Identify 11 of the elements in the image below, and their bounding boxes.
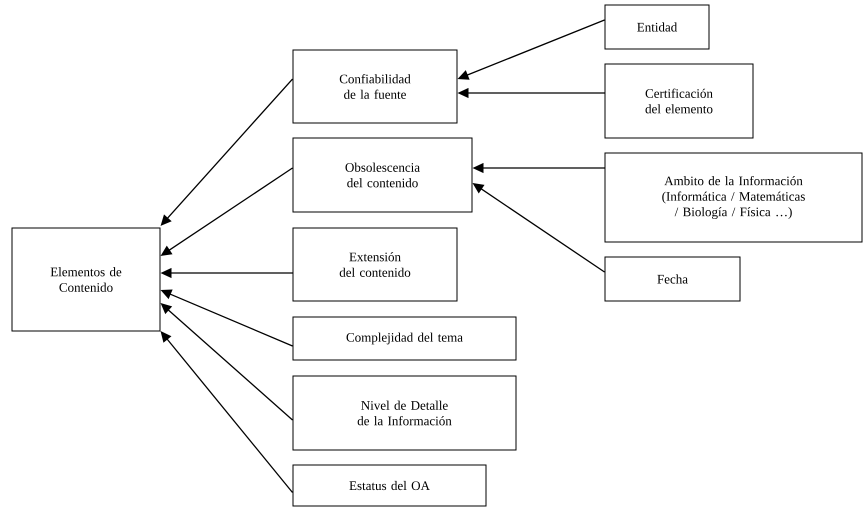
process-box: Certificación del elemento: [604, 64, 754, 138]
process-box: Nivel de Detalle de la Información: [292, 376, 516, 450]
process-box: Fecha: [604, 256, 740, 302]
process-box: Ambito de la Información (Informática / Matemáticas / Biología / Física …): [604, 152, 862, 242]
process-box: Elementos de Contenido: [12, 228, 160, 332]
process-box: Obsolescencia del contenido: [292, 138, 472, 212]
process-box: Confiabilidad de la fuente: [292, 50, 458, 124]
process-box: Extensión del contenido: [292, 228, 458, 302]
process-box: Complejidad del tema: [292, 316, 516, 360]
process-box: Entidad: [604, 4, 710, 50]
process-box: Estatus del OA: [292, 464, 486, 506]
